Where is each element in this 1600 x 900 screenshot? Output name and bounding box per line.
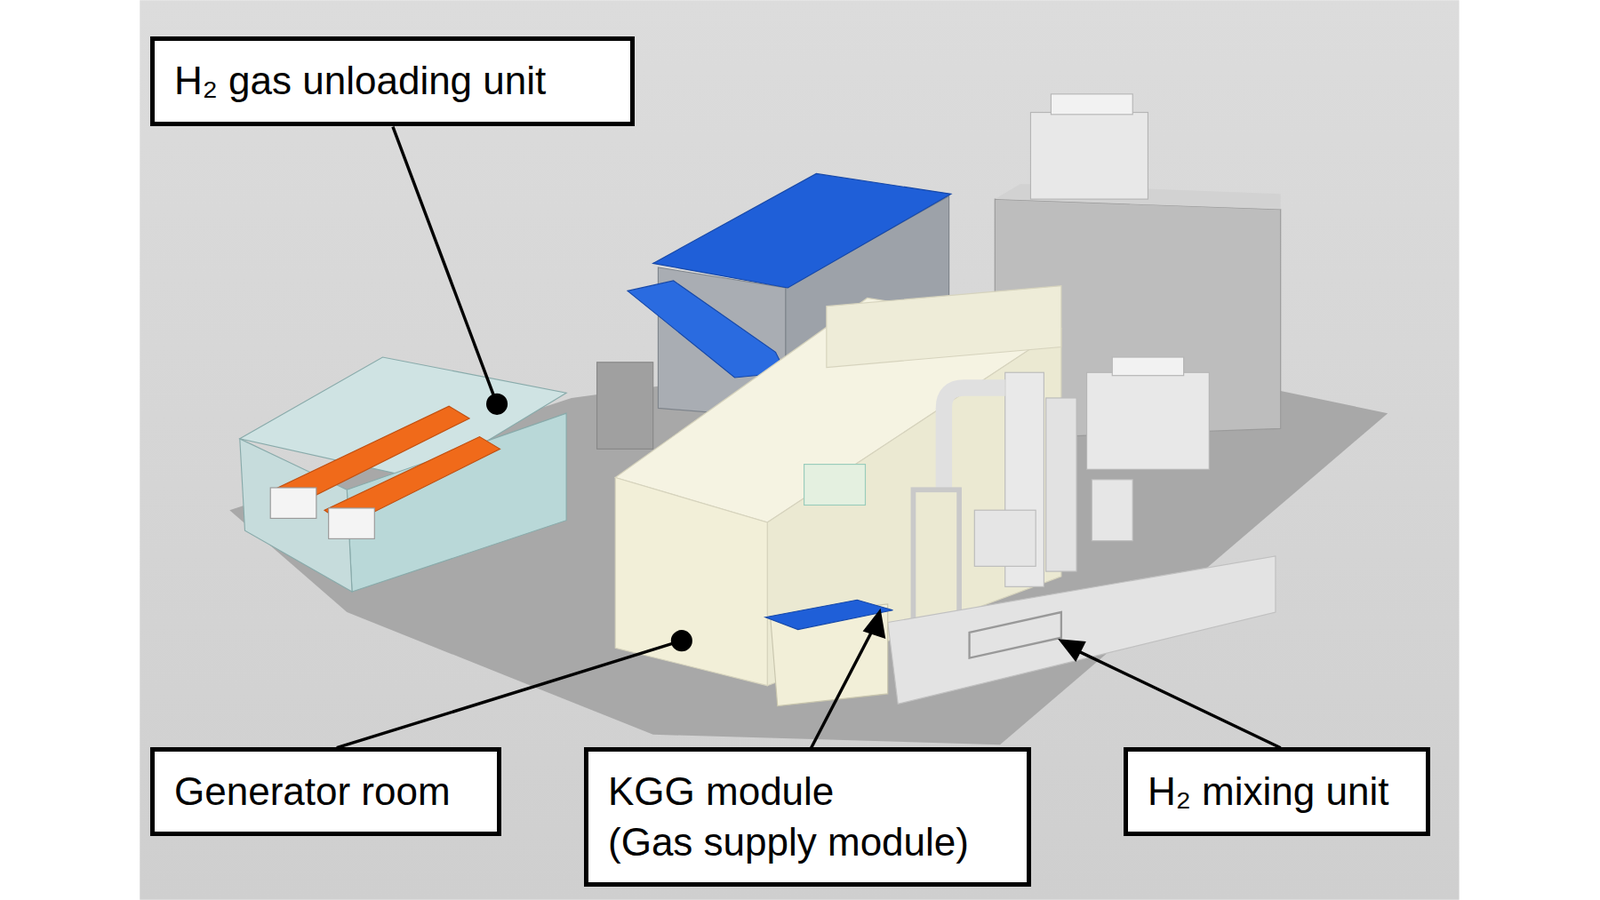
leader-line (392, 127, 497, 405)
callout-box: H₂ mixing unit (1123, 747, 1431, 837)
callout-label: (Gas supply module) (608, 817, 969, 868)
trailer-end (328, 508, 376, 539)
mixing-platform (888, 556, 1276, 704)
callout-box: H₂ gas unloading unit (150, 36, 635, 127)
exhaust-stack (1046, 398, 1077, 572)
callout-label: H₂ gas unloading unit (174, 56, 546, 106)
cooling-tower (1030, 112, 1148, 200)
duct (944, 387, 1006, 490)
duct-box (974, 510, 1036, 567)
cooling-tower (1087, 372, 1210, 470)
leader-lines (336, 127, 1281, 749)
leader-line (1073, 648, 1281, 748)
electrical-cabinet (597, 362, 654, 450)
logo-plate (804, 464, 866, 506)
trailer-end (270, 488, 317, 519)
leader-line (811, 624, 876, 749)
mixing-piping (969, 612, 1062, 659)
leader-line (336, 640, 682, 749)
tank (1091, 480, 1133, 542)
callout-label: Generator room (174, 767, 451, 817)
leader-dot (672, 632, 692, 651)
callout-box: KGG module(Gas supply module) (584, 747, 1032, 888)
air-intake (826, 286, 1062, 368)
callout-box: Generator room (150, 747, 502, 837)
cooling-tower-fan (1050, 94, 1133, 115)
cooling-tower-fan (1112, 357, 1184, 376)
steel-frame (912, 489, 960, 628)
callout-label: KGG module (608, 767, 834, 817)
callout-label: H₂ mixing unit (1147, 767, 1389, 817)
leader-dot (488, 395, 507, 415)
leader-arrowhead (1061, 640, 1084, 660)
leader-arrowhead (864, 612, 884, 638)
blue-roof (653, 173, 952, 288)
background (139, 0, 1459, 900)
